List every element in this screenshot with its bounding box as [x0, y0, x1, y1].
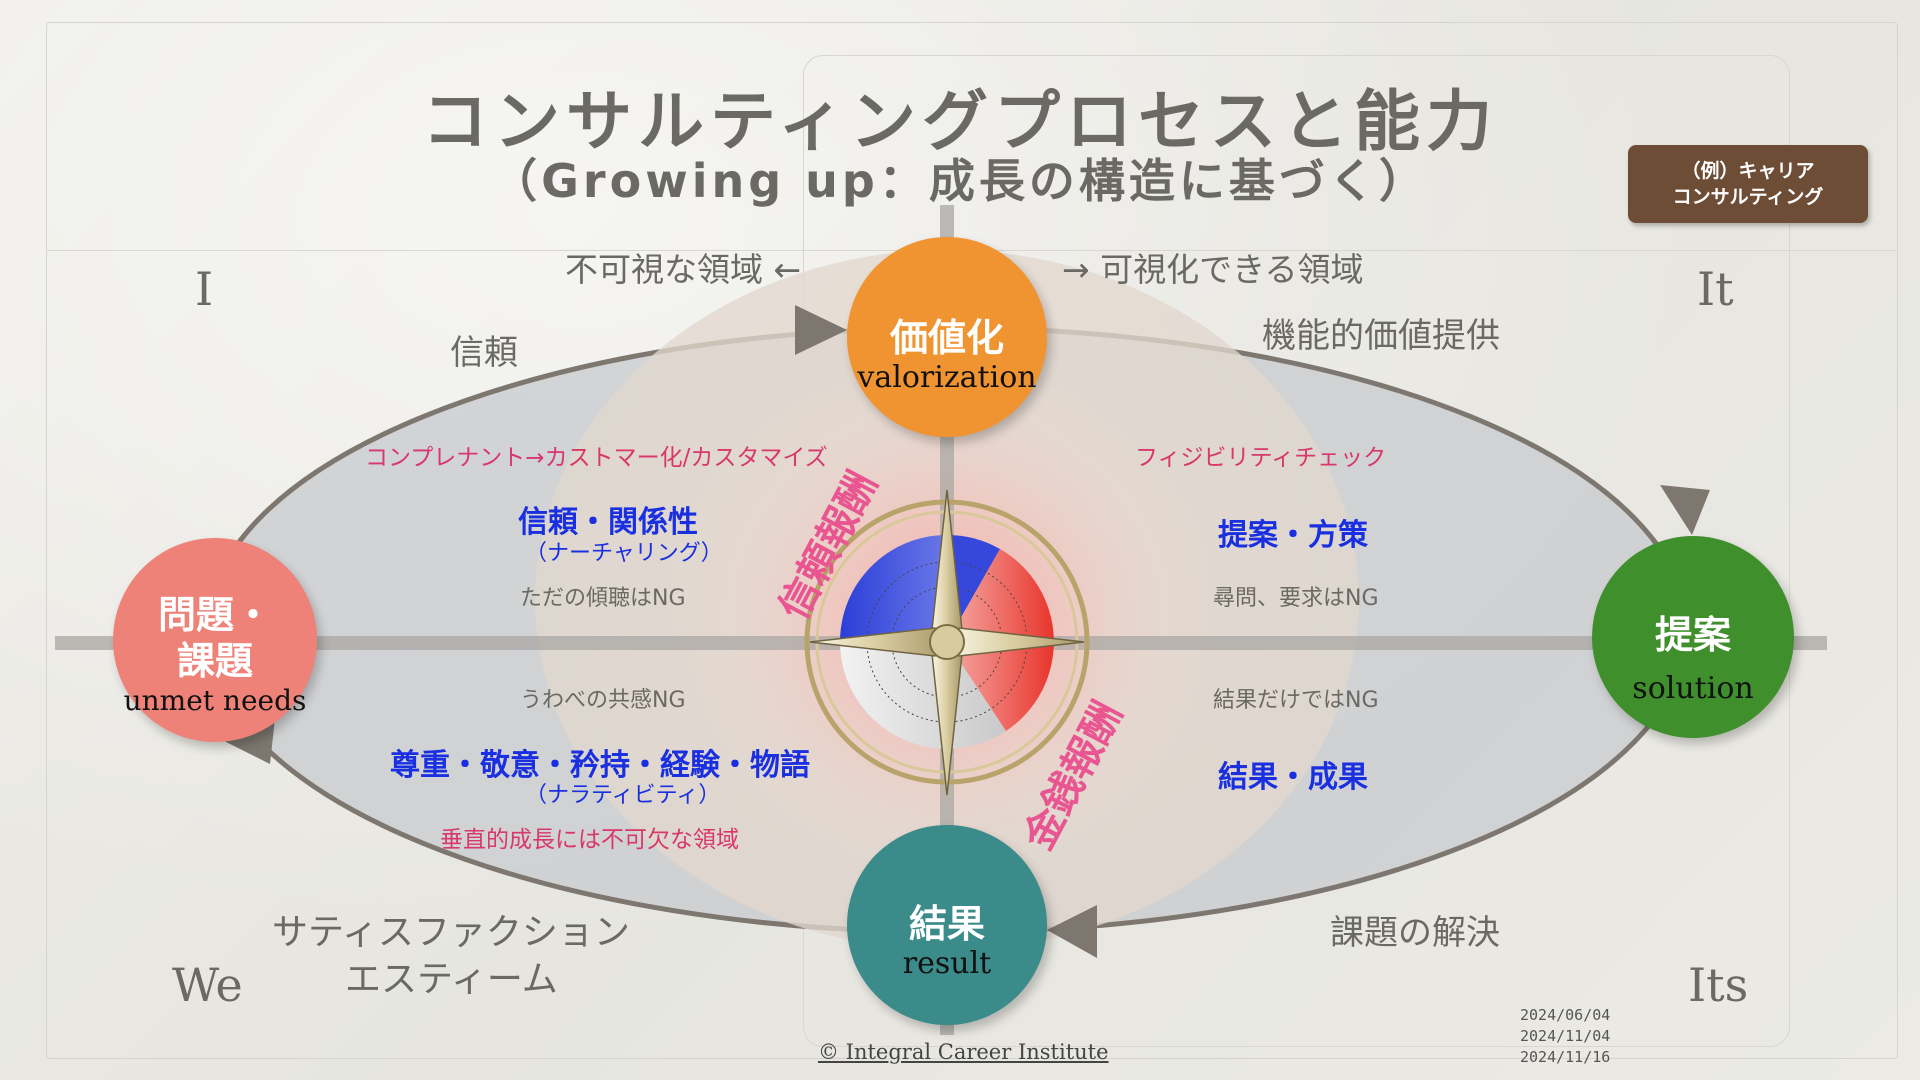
arrow-to-solution: [1660, 485, 1710, 535]
narrativity-label: （ナラティビティ）: [525, 783, 721, 808]
date-1: 2024/06/04: [1520, 1006, 1611, 1024]
result-outcome-label: 結果・成果: [1218, 760, 1368, 795]
satisfaction-label: サティスファクション: [272, 912, 630, 953]
example-badge: （例）キャリア コンサルティング: [1628, 145, 1868, 223]
solution-node: 提案 solution: [1592, 536, 1794, 738]
vertical-growth-label: 垂直的成長には不可欠な領域: [440, 827, 739, 853]
solution-en: solution: [1632, 671, 1754, 706]
copyright-link[interactable]: © Integral Career Institute: [818, 1040, 1109, 1064]
issue-resolution-label: 課題の解決: [1330, 913, 1500, 953]
results-only-ng-label: 結果だけではNG: [1213, 688, 1379, 713]
revision-dates: 2024/06/04 2024/11/04 2024/11/16: [1520, 1005, 1610, 1068]
valorization-en: valorization: [857, 360, 1037, 395]
badge-line-1: （例）キャリア: [1681, 160, 1815, 182]
visible-area-label: → 可視化できる領域: [1062, 250, 1364, 289]
date-2: 2024/11/04: [1520, 1027, 1611, 1045]
functional-value-label: 機能的価値提供: [1262, 316, 1500, 356]
quadrant-we: We: [172, 958, 243, 1012]
problem-jp-1: 問題・: [157, 593, 272, 637]
proposal-measure-label: 提案・方策: [1218, 518, 1368, 553]
result-jp: 結果: [908, 902, 985, 946]
problem-jp-2: 課題: [176, 639, 253, 683]
slide-frame: [46, 22, 1898, 1059]
quadrant-its: Its: [1688, 958, 1749, 1012]
valorization-node: 価値化 valorization: [847, 237, 1047, 437]
shallow-empathy-ng-label: うわべの共感NG: [520, 688, 686, 713]
problem-en: unmet needs: [123, 684, 307, 717]
result-node: 結果 result: [847, 825, 1047, 1025]
complainant-customize-label: コンプレナント→カストマー化/カスタマイズ: [365, 445, 828, 471]
quadrant-it: It: [1697, 262, 1734, 316]
valorization-jp: 価値化: [889, 316, 1004, 360]
trust-label: 信頼: [450, 333, 518, 373]
date-3: 2024/11/16: [1520, 1048, 1611, 1066]
page-subtitle: （Growing up：成長の構造に基づく）: [491, 154, 1429, 208]
solution-jp: 提案: [1654, 613, 1731, 657]
nurturing-label: （ナーチャリング）: [525, 541, 723, 566]
problem-node: 問題・ 課題 unmet needs: [113, 538, 317, 742]
arrow-to-result: [1047, 905, 1097, 958]
page-title: コンサルティングプロセスと能力: [421, 83, 1499, 160]
listening-ng-label: ただの傾聴はNG: [520, 586, 686, 611]
esteem-label: エスティーム: [345, 959, 558, 1000]
respect-narrative-label: 尊重・敬意・矜持・経験・物語: [390, 748, 810, 783]
quadrant-i: I: [195, 262, 214, 316]
result-en: result: [902, 946, 992, 981]
trust-relationship-label: 信頼・関係性: [518, 505, 698, 540]
interrogation-ng-label: 尋問、要求はNG: [1213, 586, 1379, 611]
badge-line-2: コンサルティング: [1672, 186, 1824, 208]
feasibility-check-label: フィジビリティチェック: [1135, 445, 1387, 471]
arrow-to-valorization: [795, 305, 847, 355]
invisible-area-label: 不可視な領域 ←: [565, 250, 802, 289]
compass: [804, 489, 1090, 796]
